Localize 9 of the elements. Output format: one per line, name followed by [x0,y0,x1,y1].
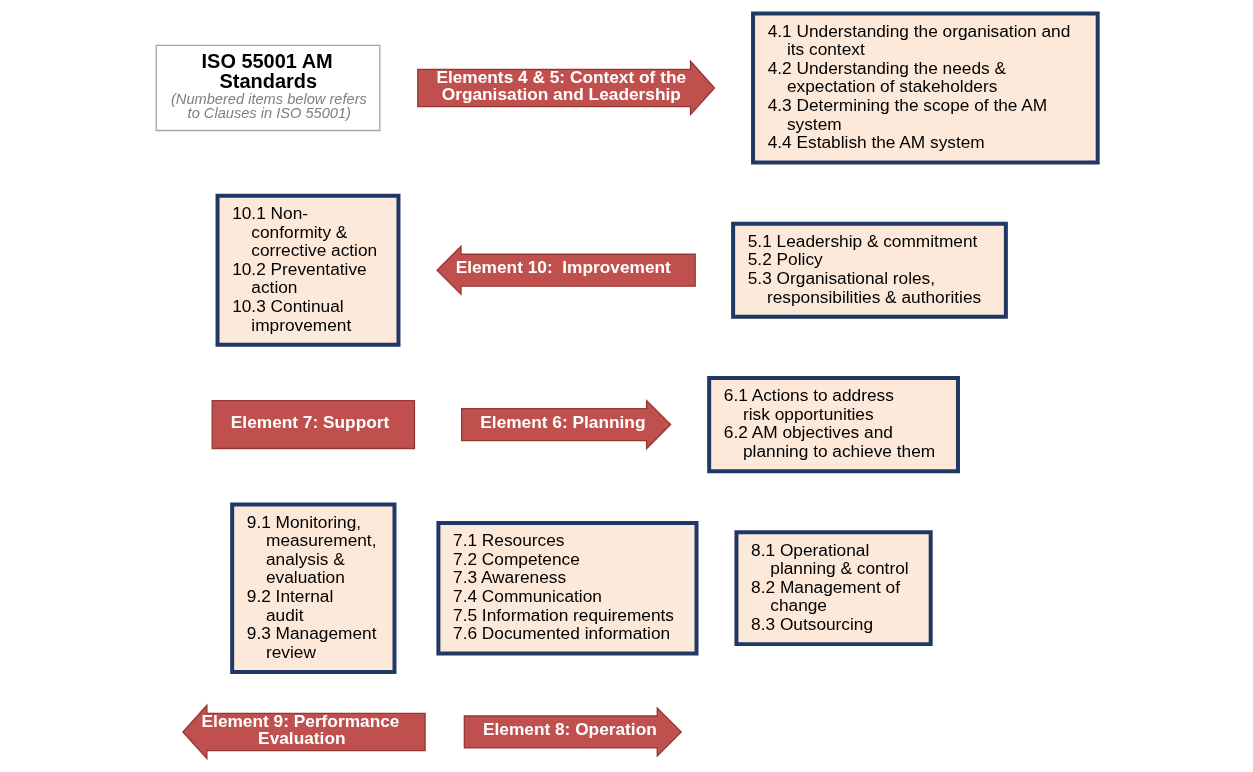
node-box: 8.1 Operational planning & control 8.2 Management of change 8.3 Outsourcing [733,530,933,647]
node-box: 6.1 Actions to address risk opportunities 6.2 AM objectives and planning to achieve them [706,376,960,474]
node-box: 10.1 Non-conformity & corrective action 10.2 Preventative action 10.3 Continual improvement [215,193,400,347]
node-box: 7.1 Resources 7.2 Competence 7.3 Awareness 7.4 Communication 7.5 Information requirements 7.6 Documented information [435,521,698,656]
node-box: 9.1 Monitoring, measurement, analysis & evaluation 9.2 Internal audit 9.3 Management review [229,502,396,675]
node-box: 4.1 Understanding the organisation and its context 4.2 Understanding the needs & expectation of stakeholders 4.3 Determining the scope of the AM system 4.4 Establish the AM system [750,11,1100,165]
node-box: Element 7: Support [211,399,415,450]
node-box: ISO 55001 AM Standards (Numbered items below refers to Clauses in ISO 55001) [155,44,380,132]
node-box: 5.1 Leadership & commitment 5.2 Policy 5.3 Organisational roles, responsibilities & authorities [730,221,1008,319]
